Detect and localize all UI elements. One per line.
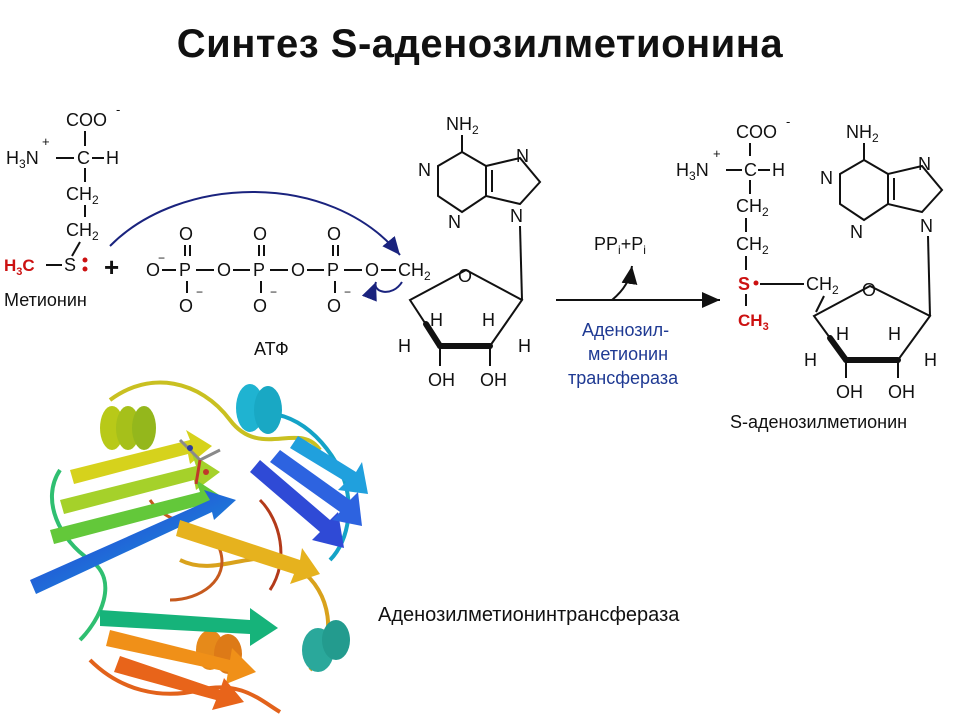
byproduct-label: PPi+Pi	[594, 234, 646, 257]
sam-ribose-oh-2prime: OH	[836, 382, 863, 402]
methionine-methyl: H3C	[4, 256, 35, 278]
atp-o-beta-bottom: O	[253, 296, 267, 316]
sam-structure: COO - H3N + C H CH2 CH2 S CH3 CH2 NH2 N …	[676, 114, 944, 432]
helix-teal	[302, 620, 350, 672]
sam-adenine-nh2: NH2	[846, 122, 879, 145]
atp-triphosphate: O − P O O − O P O O − O P O O − O CH2	[146, 224, 431, 359]
slide-title: Синтез S-аденозилметионина	[176, 22, 784, 66]
atp-o-gamma-top: O	[179, 224, 193, 244]
nucleophilic-attack-arrow	[109, 191, 401, 256]
enzyme-ribbon-structure	[30, 380, 368, 714]
sam-ch2-5prime: CH2	[806, 274, 839, 297]
methionine-structure: COO - H3N + C H CH2 CH2 H3C S Метионин	[4, 102, 120, 310]
sam-coo-label: COO	[736, 122, 777, 142]
sam-n-charge: +	[713, 146, 721, 161]
sam-ribose-h: H	[924, 350, 937, 370]
atp-ch2-5prime: CH2	[398, 260, 431, 283]
methionine-coo-charge: -	[116, 102, 120, 117]
atp-o-beta-top: O	[253, 224, 267, 244]
methionine-coo-label: COO	[66, 110, 107, 130]
atp-o-alpha-bottom: O	[327, 296, 341, 316]
methionine-h3n-label: H3N	[6, 148, 39, 171]
ribose-oh-3prime: OH	[480, 370, 507, 390]
sam-sulfur: S	[738, 274, 750, 294]
bond-cleavage-arrow	[361, 281, 403, 302]
sam-alpha-h: H	[772, 160, 785, 180]
atp-o-5prime: O	[365, 260, 379, 280]
enzyme-structure-caption: Аденозилметионинтрансфераза	[378, 604, 680, 626]
atp-adenosine: NH2 N N N N O H H H H OH OH	[398, 114, 542, 390]
sam-adenine-n1: N	[820, 168, 833, 188]
sam-adenine-n3: N	[850, 222, 863, 242]
atp-o-alpha-top: O	[327, 224, 341, 244]
sam-methyl: CH3	[738, 311, 769, 333]
adenine-n3: N	[448, 212, 461, 232]
enzyme-label-line1: Аденозил-	[582, 320, 669, 340]
atp-charge: −	[270, 285, 277, 299]
atp-o-terminal: O	[146, 260, 160, 280]
plus-sign: +	[104, 252, 119, 282]
sam-sulfur-charge-dot	[753, 280, 759, 286]
adenine-n7: N	[516, 146, 529, 166]
enzyme-label-line3: трансфераза	[568, 368, 679, 388]
byproduct-arrow	[611, 265, 638, 301]
sam-h3n-label: H3N	[676, 160, 709, 183]
sam-ch2-gamma: CH2	[736, 234, 769, 257]
atp-phosphorus-beta: P	[253, 260, 265, 280]
methionine-sulfur: S	[64, 255, 76, 275]
sam-ribose-h: H	[804, 350, 817, 370]
atp-phosphorus-gamma: P	[179, 260, 191, 280]
atp-o-gamma-bottom: O	[179, 296, 193, 316]
sam-ribose-ring-oxygen: O	[862, 280, 876, 300]
sam-ch2-beta: CH2	[736, 196, 769, 219]
methionine-name: Метионин	[4, 290, 87, 310]
sulfur-lone-pair-dot	[82, 266, 88, 272]
helix-cyan	[236, 384, 282, 434]
enzyme-label-line2: метионин	[588, 344, 668, 364]
adenine-n1: N	[418, 160, 431, 180]
sulfur-lone-pair-dot	[82, 257, 88, 263]
atp-charge: −	[344, 285, 351, 299]
ribose-oh-2prime: OH	[428, 370, 455, 390]
sam-name: S-аденозилметионин	[730, 412, 907, 432]
sam-adenine-n7: N	[918, 154, 931, 174]
methionine-alpha-carbon: C	[77, 148, 90, 168]
sam-ribose-oh-3prime: OH	[888, 382, 915, 402]
ribose-ring-oxygen: O	[458, 266, 472, 286]
atp-phosphorus-alpha: P	[327, 260, 339, 280]
atp-name: АТФ	[254, 339, 289, 359]
reaction-arrow-group: PPi+Pi Аденозил- метионин трансфераза	[556, 234, 720, 388]
methionine-ch2-gamma: CH2	[66, 220, 99, 243]
atp-charge: −	[158, 251, 165, 265]
ribose-h: H	[482, 310, 495, 330]
sam-adenine-n9: N	[920, 216, 933, 236]
helix-yellow-green	[100, 406, 156, 450]
ribose-h: H	[430, 310, 443, 330]
sam-coo-charge: -	[786, 114, 790, 129]
ribose-h: H	[398, 336, 411, 356]
atp-charge: −	[196, 285, 203, 299]
methionine-alpha-h: H	[106, 148, 119, 168]
sam-alpha-carbon: C	[744, 160, 757, 180]
methionine-ch2-beta: CH2	[66, 184, 99, 207]
ribose-h: H	[518, 336, 531, 356]
sam-ribose-h: H	[888, 324, 901, 344]
atp-o-bridge-2: O	[291, 260, 305, 280]
ligand-sticks	[178, 438, 221, 485]
atp-o-bridge-1: O	[217, 260, 231, 280]
adenine-nh2: NH2	[446, 114, 479, 137]
methionine-n-charge: +	[42, 134, 50, 149]
sam-ribose-h: H	[836, 324, 849, 344]
adenine-n9: N	[510, 206, 523, 226]
